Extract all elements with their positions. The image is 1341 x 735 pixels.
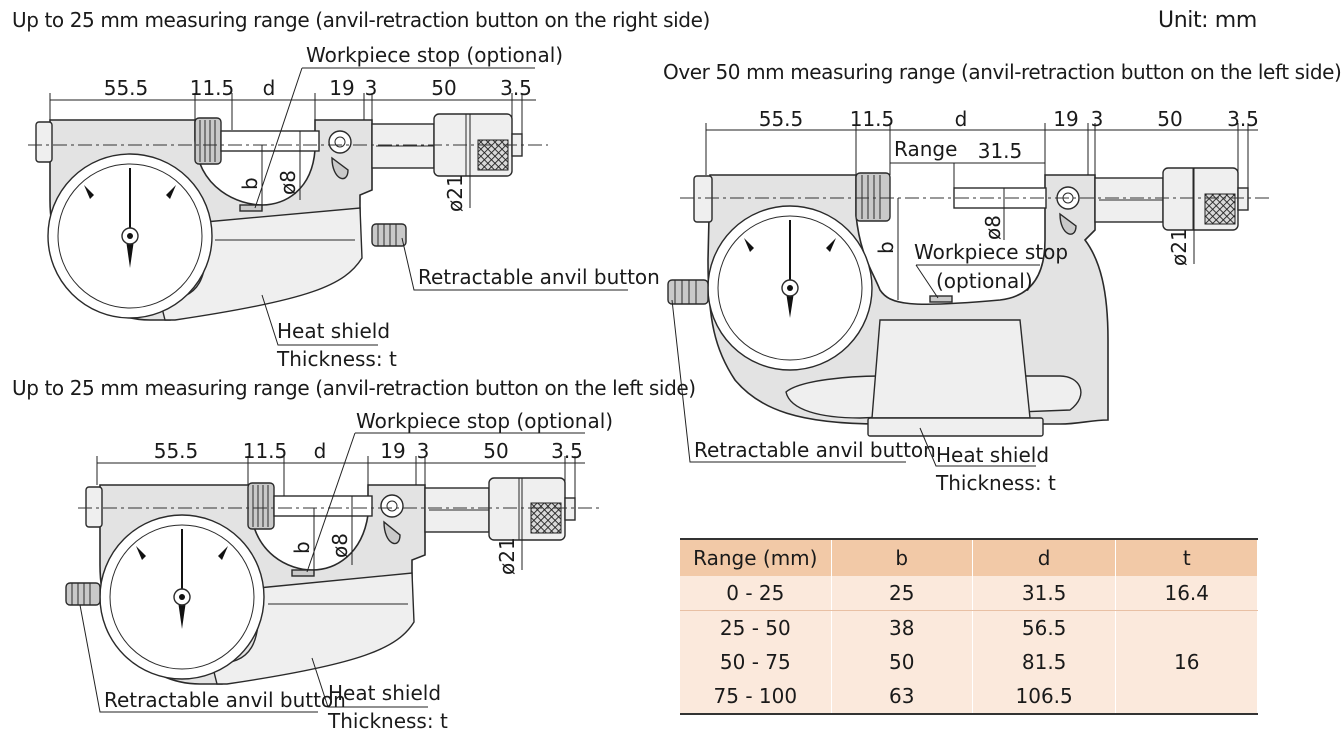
dim-3: 3: [1091, 107, 1104, 131]
workpiece-stop-label-line1: Workpiece stop: [914, 240, 1068, 264]
cell-range: 25 - 50: [680, 610, 832, 645]
dim-11-5: 11.5: [190, 76, 235, 100]
heat-shield-label: Heat shield: [936, 443, 1049, 467]
dim-d: d: [314, 439, 327, 463]
workpiece-stop-label-line2: (optional): [936, 269, 1033, 293]
thickness-label: Thickness: t: [327, 709, 448, 733]
table-row: 75 - 100 63 106.5: [680, 679, 1258, 714]
labels-top-left: 55.5 11.5 d 19 3 50 3.5 Workpiece stop (…: [104, 43, 660, 371]
thickness-label: Thickness: t: [276, 347, 397, 371]
dim-dia21: ø21: [1167, 228, 1191, 266]
header-t: t: [1115, 538, 1258, 576]
dim-50: 50: [1157, 107, 1182, 131]
cell-d: 56.5: [972, 610, 1117, 645]
dim-3-5: 3.5: [1227, 107, 1259, 131]
diagram-right: [667, 123, 1270, 467]
dim-d: d: [955, 107, 968, 131]
dim-50: 50: [483, 439, 508, 463]
cell-b: 50: [831, 645, 973, 679]
unit-label: Unit: mm: [1158, 8, 1257, 33]
dim-50: 50: [431, 76, 456, 100]
dim-dia21: ø21: [443, 174, 467, 212]
cell-range: 75 - 100: [680, 679, 832, 714]
labels-right: 55.5 11.5 d 19 3 50 3.5 Range 31.5 b ø8 …: [694, 107, 1259, 495]
dim-31-5: 31.5: [978, 139, 1023, 163]
diagram-bottom-left: [65, 432, 600, 713]
cell-d: 106.5: [972, 679, 1117, 714]
cell-t: 16.4: [1115, 576, 1258, 611]
dim-b: b: [874, 241, 898, 254]
dim-b: b: [290, 541, 314, 554]
dim-3: 3: [365, 76, 378, 100]
cell-range: 0 - 25: [680, 576, 832, 611]
dim-d: d: [263, 76, 276, 100]
header-d: d: [972, 538, 1117, 576]
spec-table: Range (mm) b d t 0 - 25 25 31.5 16.4 25 …: [680, 538, 1258, 715]
retractable-anvil-button-label: Retractable anvil button: [104, 688, 346, 712]
thickness-label: Thickness: t: [935, 471, 1056, 495]
dim-55-5: 55.5: [154, 439, 199, 463]
dim-3-5: 3.5: [500, 76, 532, 100]
dim-dia21: ø21: [495, 537, 519, 575]
workpiece-stop-label: Workpiece stop (optional): [356, 409, 613, 433]
micrometer-drawings: 55.5 11.5 d 19 3 50 3.5 Workpiece stop (…: [28, 43, 1270, 733]
dim-55-5: 55.5: [759, 107, 804, 131]
dim-11-5: 11.5: [243, 439, 288, 463]
heat-shield-label: Heat shield: [328, 681, 441, 705]
dim-11-5: 11.5: [850, 107, 895, 131]
cell-b: 38: [831, 610, 973, 645]
dim-19: 19: [1053, 107, 1078, 131]
cell-t-merged: 16: [1115, 610, 1258, 714]
dim-dia8: ø8: [276, 170, 300, 195]
table-row: 0 - 25 25 31.5 16.4: [680, 576, 1258, 611]
cell-b: 25: [831, 576, 973, 611]
table-header-row: Range (mm) b d t: [680, 538, 1258, 576]
dim-19: 19: [329, 76, 354, 100]
cell-d: 31.5: [972, 576, 1117, 611]
cell-b: 63: [831, 679, 973, 714]
range-label: Range: [894, 137, 957, 161]
dim-dia8: ø8: [328, 533, 352, 558]
title-right: Over 50 mm measuring range (anvil-retrac…: [663, 60, 1341, 84]
labels-bottom-left: 55.5 11.5 d 19 3 50 3.5 Workpiece stop (…: [104, 409, 613, 733]
dim-3: 3: [417, 439, 430, 463]
cell-d: 81.5: [972, 645, 1117, 679]
heat-shield-label: Heat shield: [277, 319, 390, 343]
header-b: b: [831, 538, 973, 576]
dim-dia8: ø8: [981, 215, 1005, 240]
title-bottom-left: Up to 25 mm measuring range (anvil-retra…: [12, 376, 696, 400]
dim-55-5: 55.5: [104, 76, 149, 100]
cell-range: 50 - 75: [680, 645, 832, 679]
workpiece-stop-label: Workpiece stop (optional): [306, 43, 563, 67]
dim-b: b: [238, 177, 262, 190]
dim-19: 19: [380, 439, 405, 463]
diagram-top-left: [28, 67, 628, 346]
dim-3-5: 3.5: [551, 439, 583, 463]
table-row: 50 - 75 50 81.5: [680, 645, 1258, 679]
retractable-anvil-button-label: Retractable anvil button: [694, 438, 936, 462]
table-row: 25 - 50 38 56.5 16: [680, 610, 1258, 714]
title-top-left: Up to 25 mm measuring range (anvil-retra…: [12, 8, 710, 32]
header-range: Range (mm): [680, 538, 832, 576]
retractable-anvil-button-label: Retractable anvil button: [418, 265, 660, 289]
